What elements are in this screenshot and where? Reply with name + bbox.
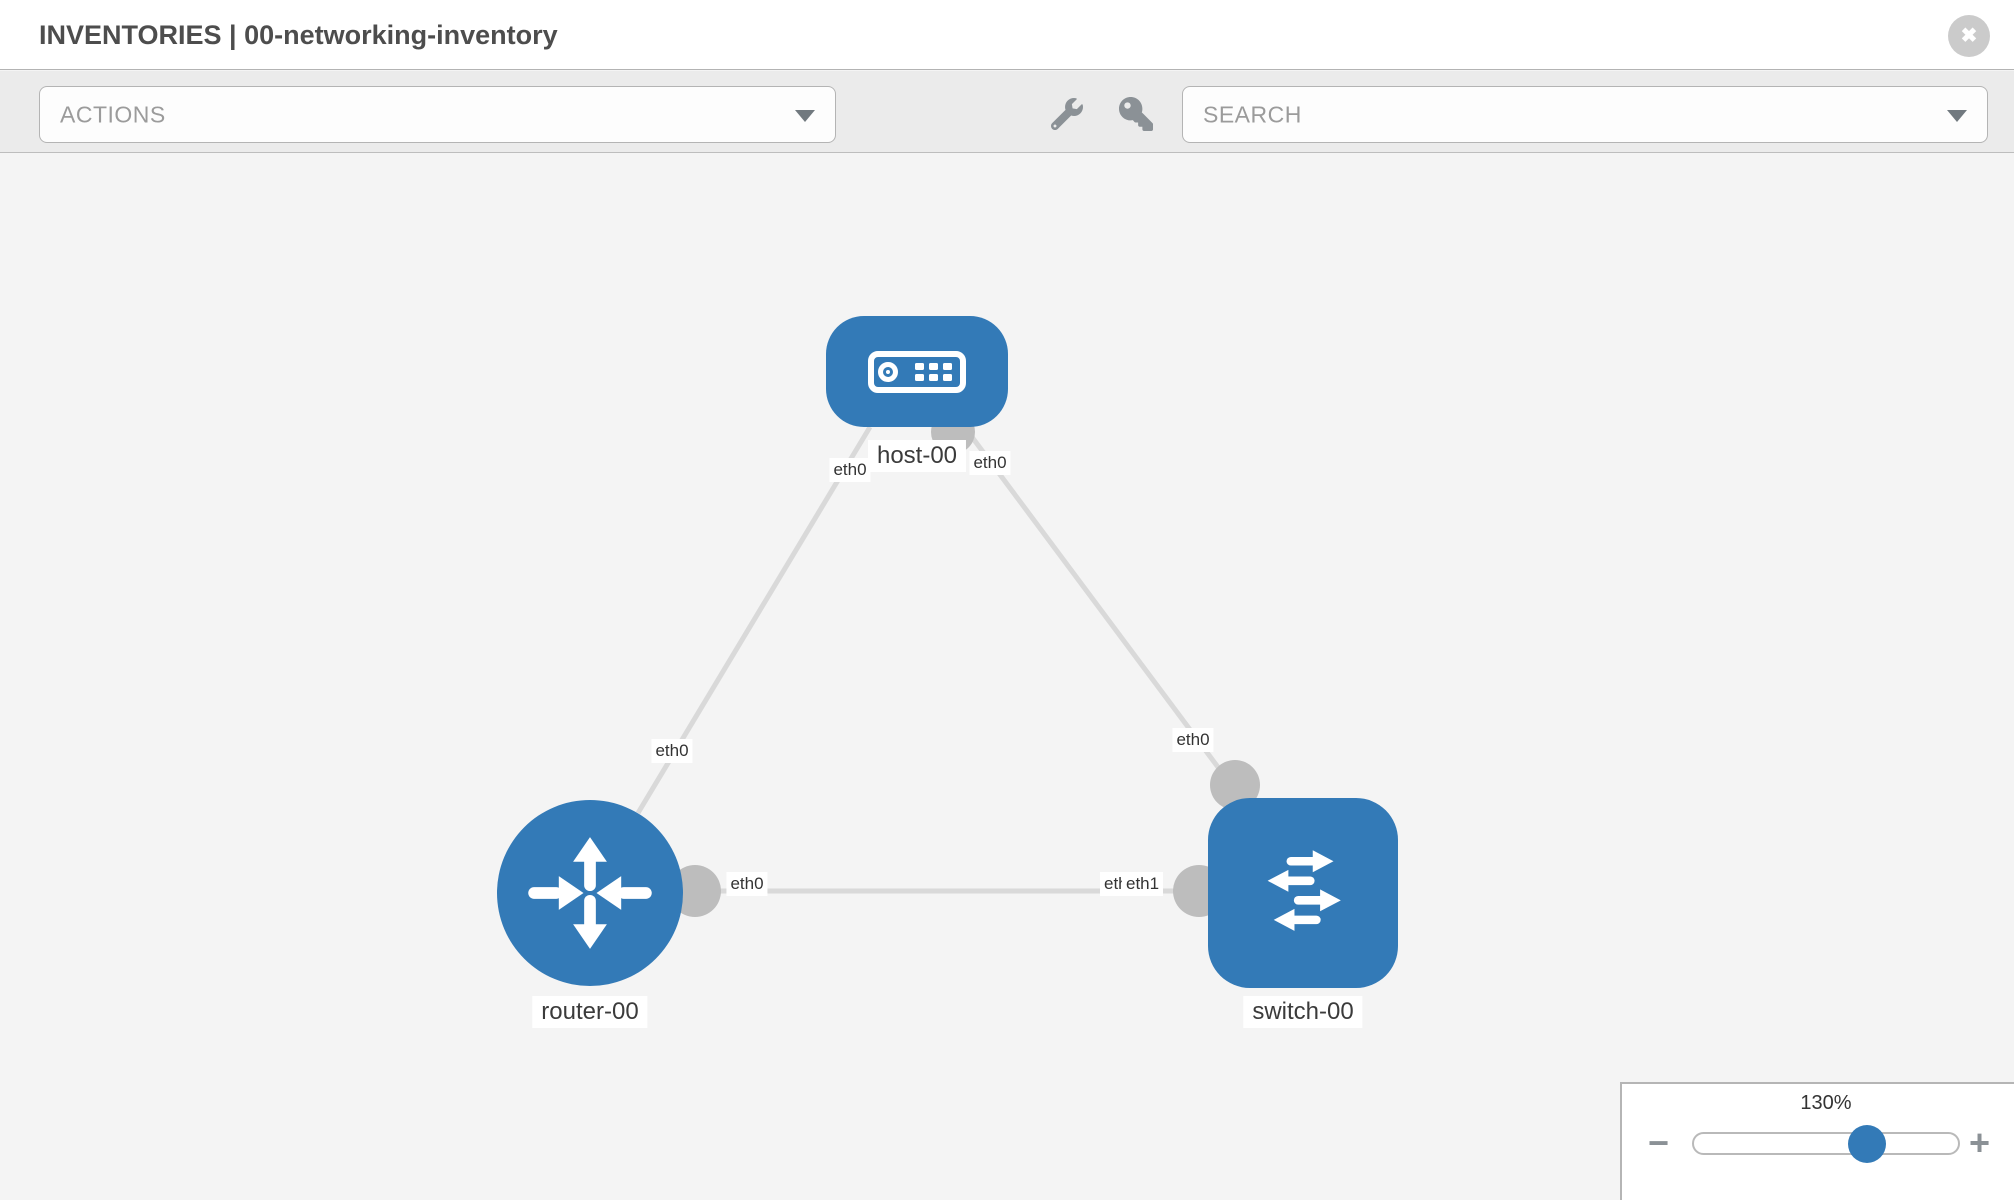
close-icon: ✖ (1960, 25, 1978, 47)
zoom-value: 130% (1800, 1092, 1852, 1114)
topology-links (635, 423, 1238, 894)
host-icon (868, 350, 966, 393)
node-label-switch-00: switch-00 (1243, 996, 1363, 1028)
actions-dropdown[interactable]: ACTIONS (39, 86, 836, 143)
node-router-00[interactable] (497, 800, 683, 986)
zoom-control: 130% − + (1620, 1082, 2014, 1200)
close-button[interactable]: ✖ (1948, 15, 1990, 57)
router-icon (528, 837, 652, 949)
iface-label-host-eth0: eth0 (829, 458, 871, 482)
actions-dropdown-label: ACTIONS (60, 101, 166, 127)
iface-label-switch-eth1: eth1 (1122, 872, 1164, 896)
node-label-host-00: host-00 (867, 440, 967, 472)
iface-label-switch-eth0: eth0 (1172, 728, 1214, 752)
toolbar: ACTIONS SEARCH (0, 71, 2014, 153)
key-icon[interactable] (1119, 97, 1153, 131)
search-dropdown[interactable]: SEARCH (1182, 86, 1988, 143)
switch-icon (1267, 850, 1341, 931)
modal-header: INVENTORIES | 00-networking-inventory ✖ (0, 0, 2014, 70)
chevron-down-icon (1947, 109, 1967, 122)
node-switch-00[interactable] (1208, 798, 1398, 988)
zoom-slider-knob[interactable] (1848, 1125, 1886, 1163)
chevron-down-icon (795, 109, 815, 122)
search-dropdown-label: SEARCH (1203, 101, 1302, 127)
zoom-out-button[interactable]: − (1648, 1122, 1670, 1163)
iface-label-host-eth0: eth0 (969, 451, 1011, 475)
iface-label-router-eth0: eth0 (651, 739, 693, 763)
wrench-icon[interactable] (1050, 98, 1083, 131)
page-title: INVENTORIES | 00-networking-inventory (39, 20, 558, 50)
topology-canvas[interactable]: host-00 router-00 switch-00 eth0 eth0 et… (0, 153, 2014, 1200)
node-host-00[interactable] (826, 316, 1008, 427)
zoom-in-button[interactable]: + (1969, 1122, 1991, 1163)
iface-label-router-eth0: eth0 (726, 872, 768, 896)
zoom-slider-track[interactable] (1692, 1125, 1960, 1163)
node-label-router-00: router-00 (532, 996, 648, 1028)
